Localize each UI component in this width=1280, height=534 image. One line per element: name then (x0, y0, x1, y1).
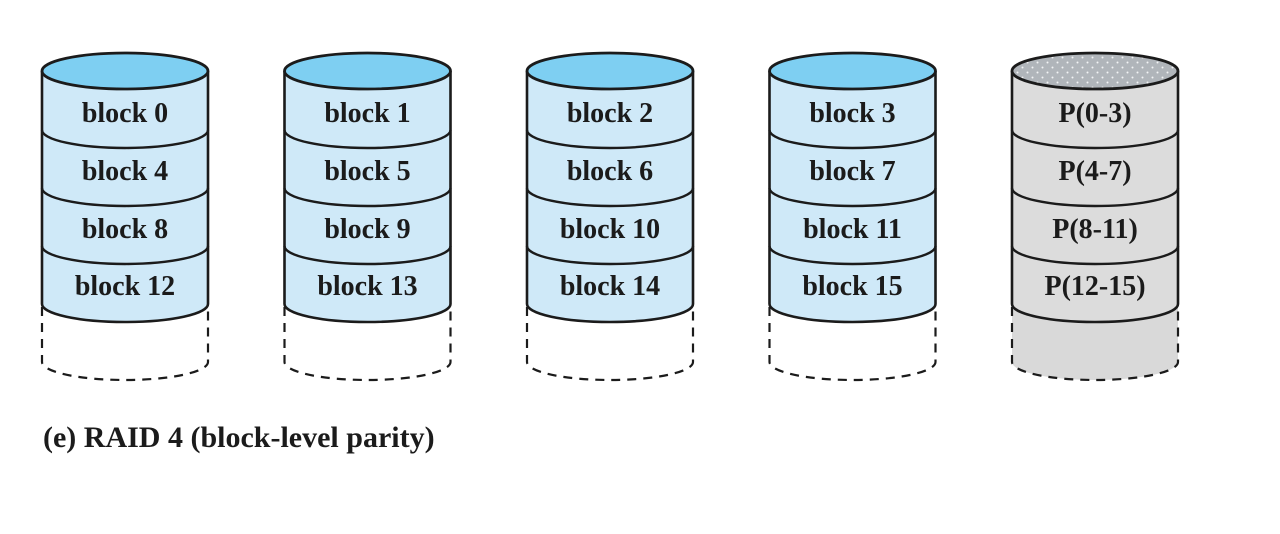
disk-3-cylinder: block 3 block 7 block 11 block 15 (768, 51, 937, 382)
block-label: block 5 (324, 156, 410, 187)
block-label: block 13 (317, 271, 417, 302)
block-label: block 15 (802, 271, 902, 302)
block-label: block 4 (82, 156, 168, 187)
disk-0-cylinder: block 0 block 4 block 8 block 12 (40, 51, 210, 382)
figure-caption: (e) RAID 4 (block-level parity) (43, 421, 435, 454)
block-label: block 6 (567, 156, 653, 187)
block-label: block 10 (560, 214, 660, 245)
disk-top-ellipse (768, 51, 937, 91)
disk-2-cylinder: block 2 block 6 block 10 block 14 (525, 51, 695, 382)
block-label: block 14 (560, 271, 660, 302)
parity-label: P(8-11) (1052, 214, 1138, 245)
parity-label: P(0-3) (1058, 98, 1131, 129)
block-label: block 0 (82, 98, 168, 129)
disk-top-ellipse (283, 51, 452, 91)
disk-1-cylinder: block 1 block 5 block 9 block 13 (283, 51, 452, 382)
block-label: block 11 (803, 214, 902, 245)
disk-top-ellipse (525, 51, 695, 91)
block-label: block 2 (567, 98, 653, 129)
block-label: block 1 (324, 98, 410, 129)
block-label: block 3 (809, 98, 895, 129)
block-label: block 12 (75, 271, 175, 302)
parity-label: P(12-15) (1044, 271, 1145, 302)
disk-top-ellipse (40, 51, 210, 91)
disk-top-ellipse-stippled (1010, 51, 1180, 91)
block-label: block 7 (809, 156, 895, 187)
disk-4-parity-cylinder: P(0-3) P(4-7) P(8-11) P(12-15) (1010, 51, 1180, 382)
parity-label: P(4-7) (1058, 156, 1131, 187)
block-label: block 8 (82, 214, 168, 245)
block-label: block 9 (324, 214, 410, 245)
